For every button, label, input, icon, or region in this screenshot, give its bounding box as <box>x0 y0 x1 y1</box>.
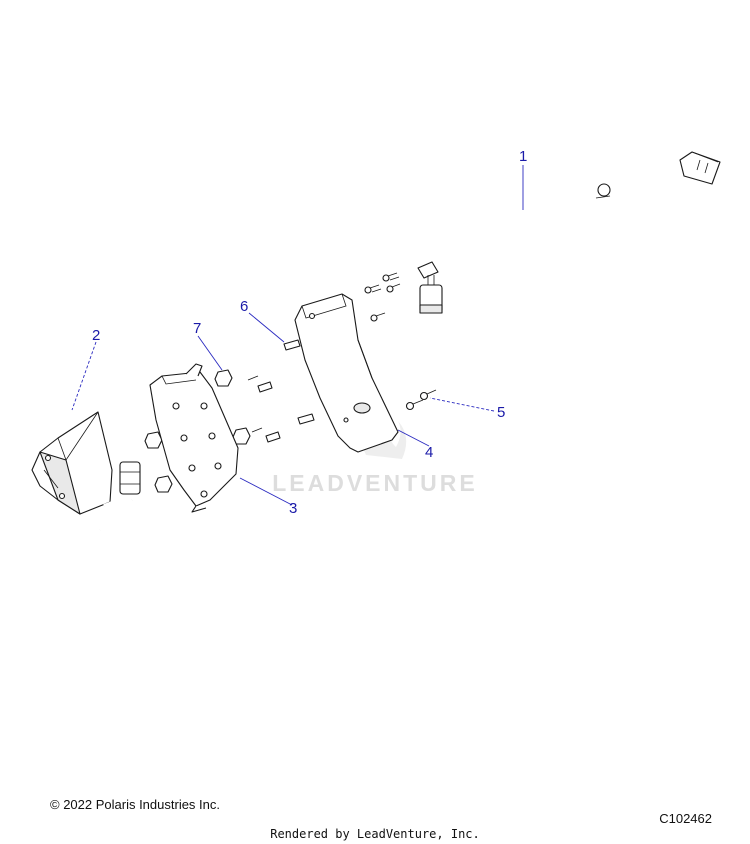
leader-lines <box>71 165 524 506</box>
mounting-bracket <box>149 363 239 513</box>
rendered-by-text: Rendered by LeadVenture, Inc. <box>270 827 480 841</box>
callout-7: 7 <box>193 320 201 337</box>
callout-labels: 1 2 3 4 5 6 7 <box>92 148 527 517</box>
callout-3: 3 <box>289 500 297 517</box>
callout-6: 6 <box>240 298 248 315</box>
watermark: LEADVENTURE <box>272 417 478 496</box>
cover-plate <box>294 293 399 453</box>
control-module <box>31 411 141 532</box>
nut <box>144 369 251 493</box>
callout-1: 1 <box>519 148 527 165</box>
callout-4: 4 <box>425 444 433 461</box>
copyright-text: © 2022 Polaris Industries Inc. <box>50 797 220 812</box>
bolt <box>247 339 315 443</box>
small-screws-group <box>364 272 401 322</box>
figure-code: C102462 <box>659 811 712 826</box>
callout-2: 2 <box>92 327 100 344</box>
callout-5: 5 <box>497 404 505 421</box>
wire-harness <box>417 151 721 314</box>
watermark-text: LEADVENTURE <box>272 470 478 496</box>
screw <box>405 389 437 411</box>
